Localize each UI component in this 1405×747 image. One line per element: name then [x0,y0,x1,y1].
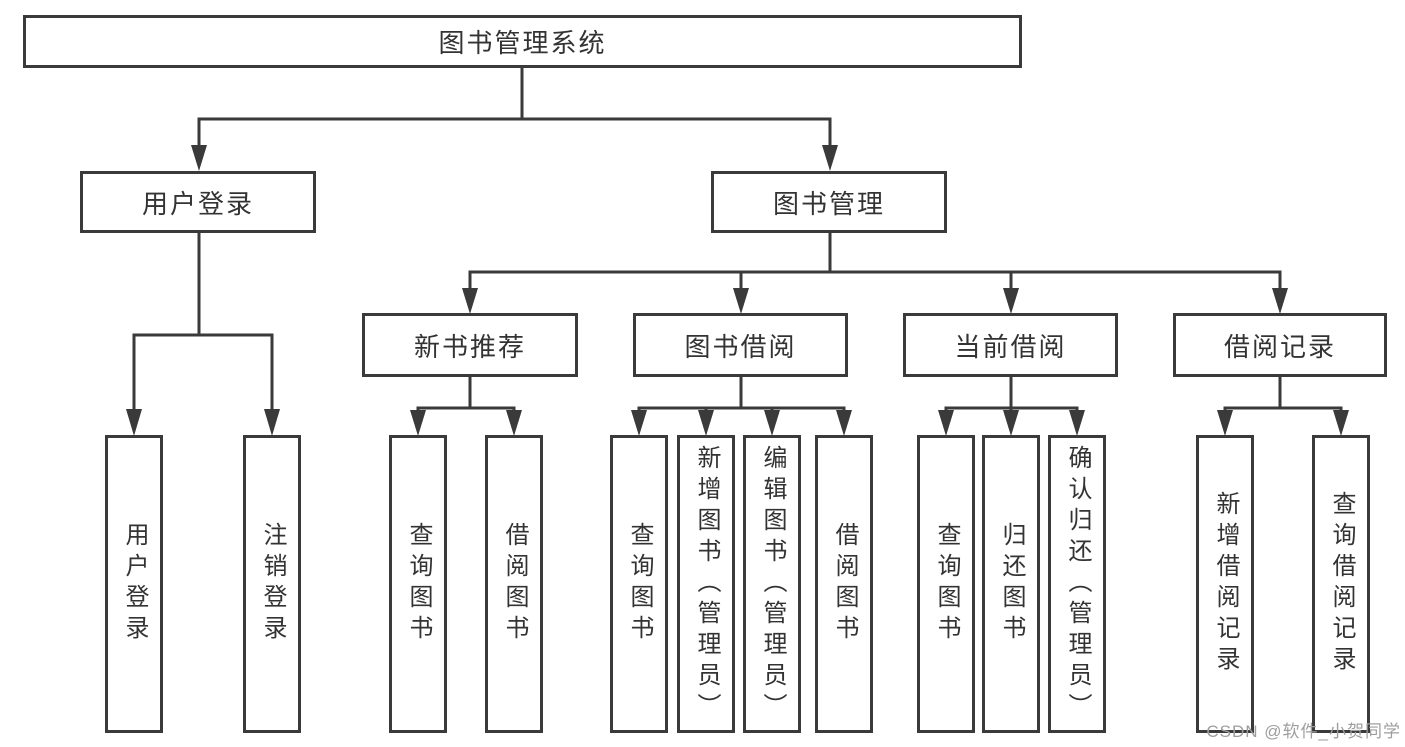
leaf-confirm-return-admin-label: 确认归还（管理员） [1064,444,1091,724]
leaf-logout-label: 注销登录 [259,522,286,646]
node-new-book-recommend: 新书推荐 [362,313,578,377]
node-book-management-label: 图书管理 [772,188,885,219]
leaf-query-books-borrowing-label: 查询图书 [626,522,653,646]
leaf-query-books-current: 查询图书 [917,435,975,733]
leaf-borrow-books-borrowing-label: 借阅图书 [831,522,858,646]
leaf-add-borrow-record-label: 新增借阅记录 [1212,491,1239,677]
node-book-management: 图书管理 [711,171,947,233]
node-current-borrowing: 当前借阅 [903,313,1118,377]
node-library-system: 图书管理系统 [23,15,1022,68]
leaf-edit-book-admin: 编辑图书（管理员） [743,435,801,733]
leaf-query-borrow-record-label: 查询借阅记录 [1328,491,1355,677]
leaf-query-books-recommend: 查询图书 [389,435,447,733]
node-user-login: 用户登录 [80,171,316,233]
leaf-borrow-books-recommend-label: 借阅图书 [501,522,528,646]
leaf-add-book-admin: 新增图书（管理员） [677,435,735,733]
leaf-user-login-label: 用户登录 [121,522,148,646]
node-book-borrowing: 图书借阅 [633,313,848,377]
leaf-borrow-books-borrowing: 借阅图书 [815,435,873,733]
leaf-query-books-recommend-label: 查询图书 [405,522,432,646]
leaf-confirm-return-admin: 确认归还（管理员） [1048,435,1106,733]
leaf-return-books-label: 归还图书 [998,522,1025,646]
leaf-user-login: 用户登录 [105,435,163,733]
leaf-add-book-admin-label: 新增图书（管理员） [693,444,720,724]
node-new-book-recommend-label: 新书推荐 [413,331,526,362]
leaf-query-borrow-record: 查询借阅记录 [1312,435,1370,733]
node-borrowing-records: 借阅记录 [1173,313,1387,377]
node-current-borrowing-label: 当前借阅 [954,331,1067,362]
node-book-borrowing-label: 图书借阅 [684,331,797,362]
node-library-system-label: 图书管理系统 [438,28,607,58]
leaf-borrow-books-recommend: 借阅图书 [485,435,543,733]
arrowheads [126,145,1349,436]
node-user-login-label: 用户登录 [141,188,254,219]
leaf-edit-book-admin-label: 编辑图书（管理员） [759,444,786,724]
leaf-query-books-borrowing: 查询图书 [610,435,668,733]
leaf-logout: 注销登录 [243,435,301,733]
leaf-add-borrow-record: 新增借阅记录 [1196,435,1254,733]
leaf-return-books: 归还图书 [982,435,1040,733]
watermark: CSDN @软件_小贺同学 [1206,722,1401,741]
leaf-query-books-current-label: 查询图书 [933,522,960,646]
node-borrowing-records-label: 借阅记录 [1223,331,1336,362]
